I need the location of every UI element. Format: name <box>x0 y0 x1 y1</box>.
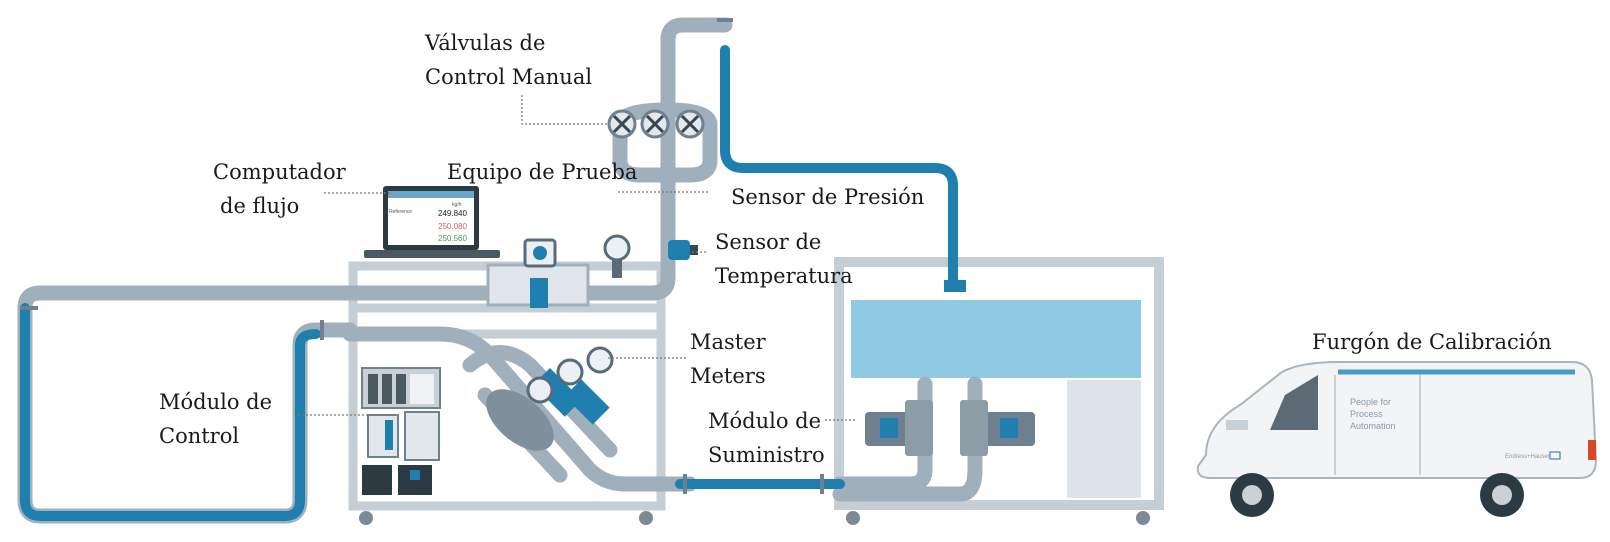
supply-frame <box>834 257 1164 525</box>
label-test-equipment: Equipo de Prueba <box>447 160 638 184</box>
laptop-row2-value: 250.080 <box>438 222 467 231</box>
van-slogan-3: Automation <box>1350 421 1396 431</box>
label-control-module: Módulo de Control <box>159 385 272 453</box>
blue-pipes <box>20 45 958 521</box>
leader-lines <box>298 95 855 421</box>
label-calibration-van: Furgón de Calibración <box>1312 330 1552 354</box>
calibration-van: People for Process Automation Endress+Ha… <box>1196 361 1598 517</box>
label-flow-computer-line1: Computador <box>213 160 346 184</box>
manual-valves <box>607 109 705 139</box>
label-temperature-sensor-line2: Temperatura <box>715 264 853 288</box>
laptop-row1-label: Reference <box>389 209 412 215</box>
master-meters <box>486 346 614 451</box>
label-supply-module-line2: Suministro <box>708 443 825 467</box>
label-master-meters: Master Meters <box>690 325 766 393</box>
van-slogan-1: People for <box>1350 397 1391 407</box>
test-meter <box>486 238 590 308</box>
test-rig-wheels <box>359 511 653 525</box>
water-tank <box>851 300 1141 378</box>
label-manual-valves-line2: Control Manual <box>425 65 593 89</box>
label-control-module-line2: Control <box>159 424 240 448</box>
label-temperature-sensor: Sensor de Temperatura <box>715 225 853 293</box>
flow-computer-laptop: Reference kg/h 249.840 250.080 250.560 <box>364 186 500 258</box>
van-slogan-2: Process <box>1350 409 1383 419</box>
label-control-module-line1: Módulo de <box>159 390 273 414</box>
laptop-row1-value: 249.840 <box>438 209 467 218</box>
label-temperature-sensor-line1: Sensor de <box>715 230 822 254</box>
temperature-sensor <box>668 240 698 260</box>
supply-pumps <box>865 400 1035 456</box>
label-master-meters-line1: Master <box>690 330 766 354</box>
label-supply-module: Módulo de Suministro <box>708 404 825 472</box>
label-manual-valves-line1: Válvulas de <box>425 31 546 55</box>
label-supply-module-line1: Módulo de <box>708 409 822 433</box>
tank-inlet <box>944 280 966 292</box>
label-master-meters-line2: Meters <box>690 364 766 388</box>
laptop-header: kg/h <box>452 202 462 208</box>
pipe-flanges <box>20 18 824 494</box>
laptop-row3-value: 250.560 <box>438 234 467 243</box>
control-module <box>361 367 441 495</box>
pressure-sensor <box>603 234 631 278</box>
label-manual-valves: Válvulas de Control Manual <box>425 26 592 94</box>
label-flow-computer: Computador de flujo <box>213 155 346 223</box>
label-pressure-sensor: Sensor de Presión <box>731 185 925 209</box>
label-flow-computer-line2: de flujo <box>220 194 300 218</box>
van-brand: Endress+Hauser <box>1505 454 1550 460</box>
